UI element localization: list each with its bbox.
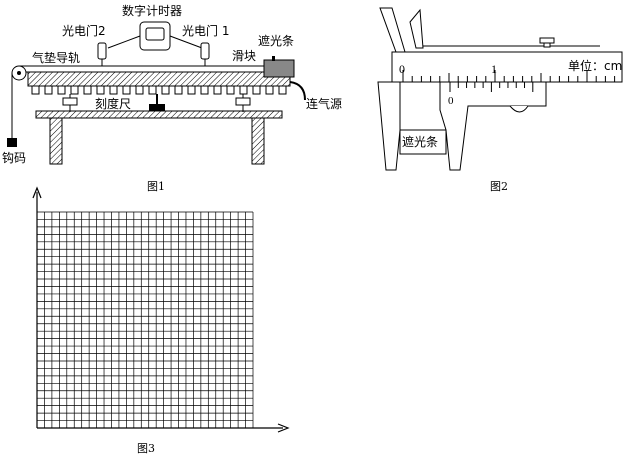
track-foot [265, 85, 274, 95]
upper-jaw-fixed [379, 7, 406, 53]
track-foot [148, 85, 157, 95]
grid-lines [37, 211, 254, 428]
table-top [35, 110, 283, 119]
shade-strip-mark [272, 56, 275, 61]
air-source-label: 连气源 [306, 96, 342, 111]
hook-weight [7, 138, 17, 147]
photogate2-label: 光电门2 [62, 23, 106, 38]
track-foot [122, 85, 131, 95]
unit-label: 单位：cm [568, 58, 622, 73]
slider-label: 滑块 [232, 49, 256, 63]
figure2-vernier-caliper: 0 1 单位：cm 0 遮光条 图2 [377, 7, 623, 193]
figure1-caption: 图1 [147, 180, 165, 193]
slider [263, 59, 295, 78]
y-axis-arrow [32, 186, 42, 199]
track-foot [239, 85, 248, 95]
track-foot [31, 85, 40, 95]
air-track-body [27, 71, 291, 87]
figure2-caption: 图2 [490, 180, 508, 193]
weight-label: 钩码 [2, 151, 26, 165]
vernier-scale-ticks [449, 82, 534, 92]
photogate-1 [200, 42, 210, 66]
track-foot [96, 85, 105, 95]
photogate1-label: 光电门 1 [182, 23, 229, 38]
track-foot [174, 85, 183, 95]
thumb-grip [509, 105, 529, 113]
track-foot [109, 85, 118, 95]
upper-jaw-movable [409, 8, 424, 49]
photogate-2 [97, 42, 107, 66]
main-scale-1: 1 [491, 62, 497, 76]
track-label: 气垫导轨 [32, 50, 80, 65]
vernier-scale-0: 0 [448, 95, 454, 107]
table-leg-left [49, 117, 63, 165]
pulley-axle [17, 71, 21, 75]
figure3-caption: 图3 [137, 442, 155, 455]
x-axis-arrow [277, 423, 290, 433]
track-foot [70, 85, 79, 95]
track-foot [200, 85, 209, 95]
track-foot [44, 85, 53, 95]
vernier-slider [439, 81, 547, 171]
lower-jaw-fixed [377, 81, 401, 171]
track-foot [187, 85, 196, 95]
timer-label: 数字计时器 [122, 3, 182, 18]
track-foot [278, 85, 287, 95]
figure1-air-track: 数字计时器 光电门2 光电门 1 钩码 气垫导轨 滑块 遮光条 [2, 3, 342, 193]
track-top-rail [21, 65, 291, 73]
main-scale-ticks [402, 70, 616, 82]
track-foot [83, 85, 92, 95]
track-foot [252, 85, 261, 95]
track-foot [226, 85, 235, 95]
leveling-screw-left [62, 94, 78, 112]
shade-label: 遮光条 [258, 33, 294, 48]
track-foot [135, 85, 144, 95]
digital-timer [107, 21, 203, 51]
lock-screw-stem [543, 42, 551, 48]
main-scale-0: 0 [399, 62, 405, 76]
caliper-shade-label: 遮光条 [402, 134, 438, 149]
track-foot [213, 85, 222, 95]
table-leg-right [251, 117, 265, 165]
air-hose [289, 81, 306, 101]
track-feet [31, 85, 287, 95]
track-foot [57, 85, 66, 95]
figure3-coordinate-grid: 图3 [32, 186, 290, 455]
leveling-screw-center [149, 94, 165, 111]
lock-screw-head [539, 37, 555, 44]
ruler-label: 刻度尺 [95, 96, 131, 111]
track-foot [161, 85, 170, 95]
leveling-screw-right [235, 94, 251, 112]
measured-shade-strip [399, 129, 447, 155]
